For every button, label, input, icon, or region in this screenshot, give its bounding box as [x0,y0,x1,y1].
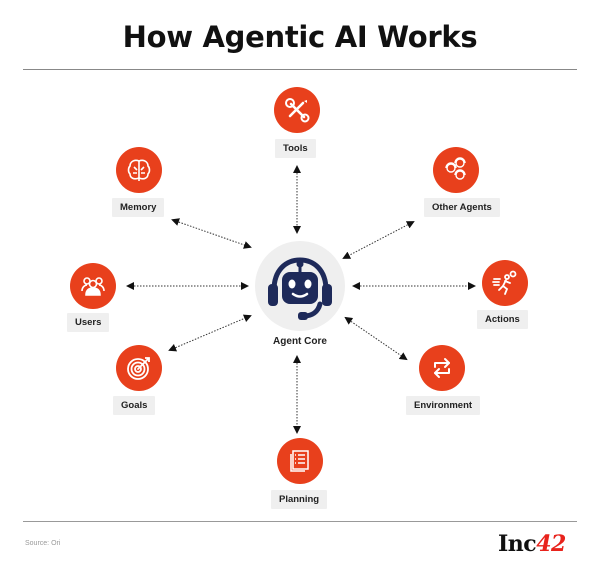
actions-node [482,260,528,306]
title-divider [23,69,577,70]
memory-node [116,147,162,193]
inc42-logo: Inc42 [498,531,566,557]
planning-node [277,438,323,484]
arrow-memory [171,218,252,249]
memory-label: Memory [112,198,165,217]
brain-icon [127,159,151,181]
planning-label: Planning [271,490,328,509]
goals-node [116,345,162,391]
agents-group-icon [445,157,466,180]
running-person-icon [492,270,517,295]
goals-label: Goals [113,396,156,415]
environment-node [419,345,465,391]
checklist-document-icon [290,450,309,472]
logo-number: 42 [536,531,566,557]
logo-text: Inc [498,531,537,557]
users-icon [81,277,105,296]
arrow-goals [168,314,252,352]
users-label: Users [67,313,110,332]
robot-headset-icon [268,257,332,320]
arrow-other-agents [342,221,415,259]
other-agents-node [433,147,479,193]
arrow-environment [344,316,408,361]
swap-arrows-icon [434,358,450,378]
environment-label: Environment [406,396,481,415]
source-note: Source: Ori [25,540,61,547]
other-agents-label: Other Agents [424,198,500,217]
tools-label: Tools [275,139,316,158]
page-title: How Agentic AI Works [122,20,478,54]
tools-node [274,87,320,133]
agent-core-node [255,241,345,331]
footer-divider [23,521,577,522]
actions-label: Actions [477,310,528,329]
users-node [70,263,116,309]
target-icon [127,357,150,380]
agent-core-label: Agent Core [273,336,327,347]
wrench-screwdriver-icon [285,98,310,123]
